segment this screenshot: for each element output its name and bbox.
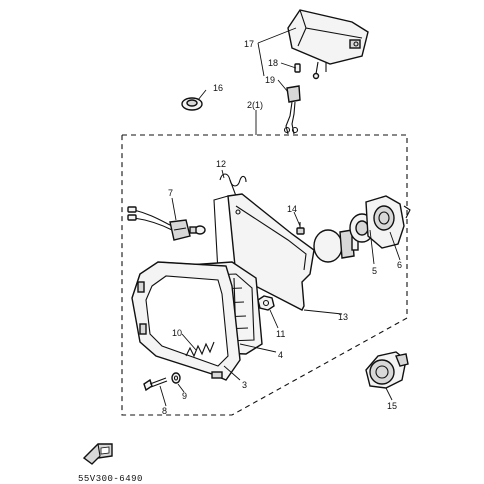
callout-17: 17 bbox=[244, 39, 254, 49]
callout-14: 14 bbox=[287, 204, 297, 214]
screw bbox=[143, 377, 168, 392]
bulb-cover bbox=[365, 195, 411, 249]
washer bbox=[171, 372, 181, 384]
callout-8: 8 bbox=[162, 406, 167, 416]
headlight-bulb bbox=[313, 229, 359, 263]
diagram-code: 55V300-6490 bbox=[78, 474, 143, 484]
nut bbox=[257, 295, 275, 311]
callout-5: 5 bbox=[372, 266, 377, 276]
callout-19: 19 bbox=[265, 75, 275, 85]
callout-9: 9 bbox=[182, 391, 187, 401]
spring-clip bbox=[219, 173, 247, 197]
adjusting-spring bbox=[185, 341, 215, 358]
leader-lines bbox=[159, 27, 401, 407]
grommet bbox=[181, 97, 203, 111]
callout-13: 13 bbox=[338, 312, 348, 322]
adjusting-screw bbox=[296, 222, 305, 235]
callout-3: 3 bbox=[242, 380, 247, 390]
callout-12: 12 bbox=[216, 159, 226, 169]
callout-6: 6 bbox=[397, 260, 402, 270]
meter-light-bulb bbox=[365, 351, 409, 389]
relay-unit bbox=[287, 9, 369, 80]
front-direction-arrow-icon bbox=[82, 443, 113, 465]
headlight-socket bbox=[127, 206, 191, 241]
headlight-rim bbox=[131, 261, 241, 381]
callout-7: 7 bbox=[168, 188, 173, 198]
callout-2: 2(1) bbox=[247, 100, 263, 110]
callout-16: 16 bbox=[213, 83, 223, 93]
socket-wire bbox=[283, 63, 301, 135]
callout-4: 4 bbox=[278, 350, 283, 360]
callout-15: 15 bbox=[387, 401, 397, 411]
callout-18: 18 bbox=[268, 58, 278, 68]
assembly-boundary bbox=[121, 134, 408, 416]
callout-10: 10 bbox=[172, 328, 182, 338]
small-bulb bbox=[189, 225, 206, 235]
callout-11: 11 bbox=[276, 329, 285, 339]
